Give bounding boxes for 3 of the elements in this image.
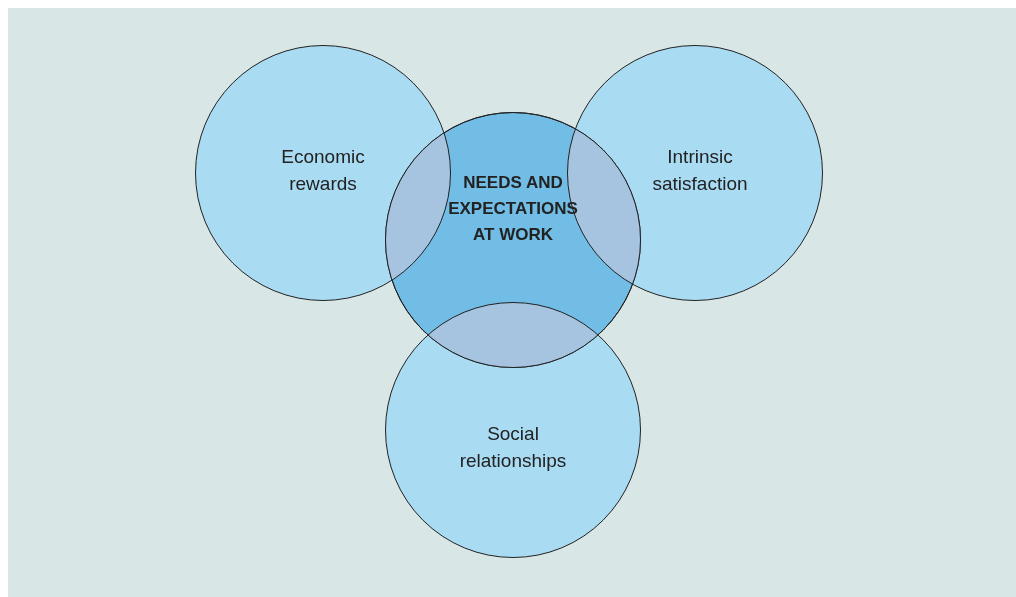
circle-label: Intrinsic satisfaction <box>651 145 749 196</box>
circle-label: Social relationships <box>458 422 568 473</box>
circle-label: Economic rewards <box>280 145 366 196</box>
